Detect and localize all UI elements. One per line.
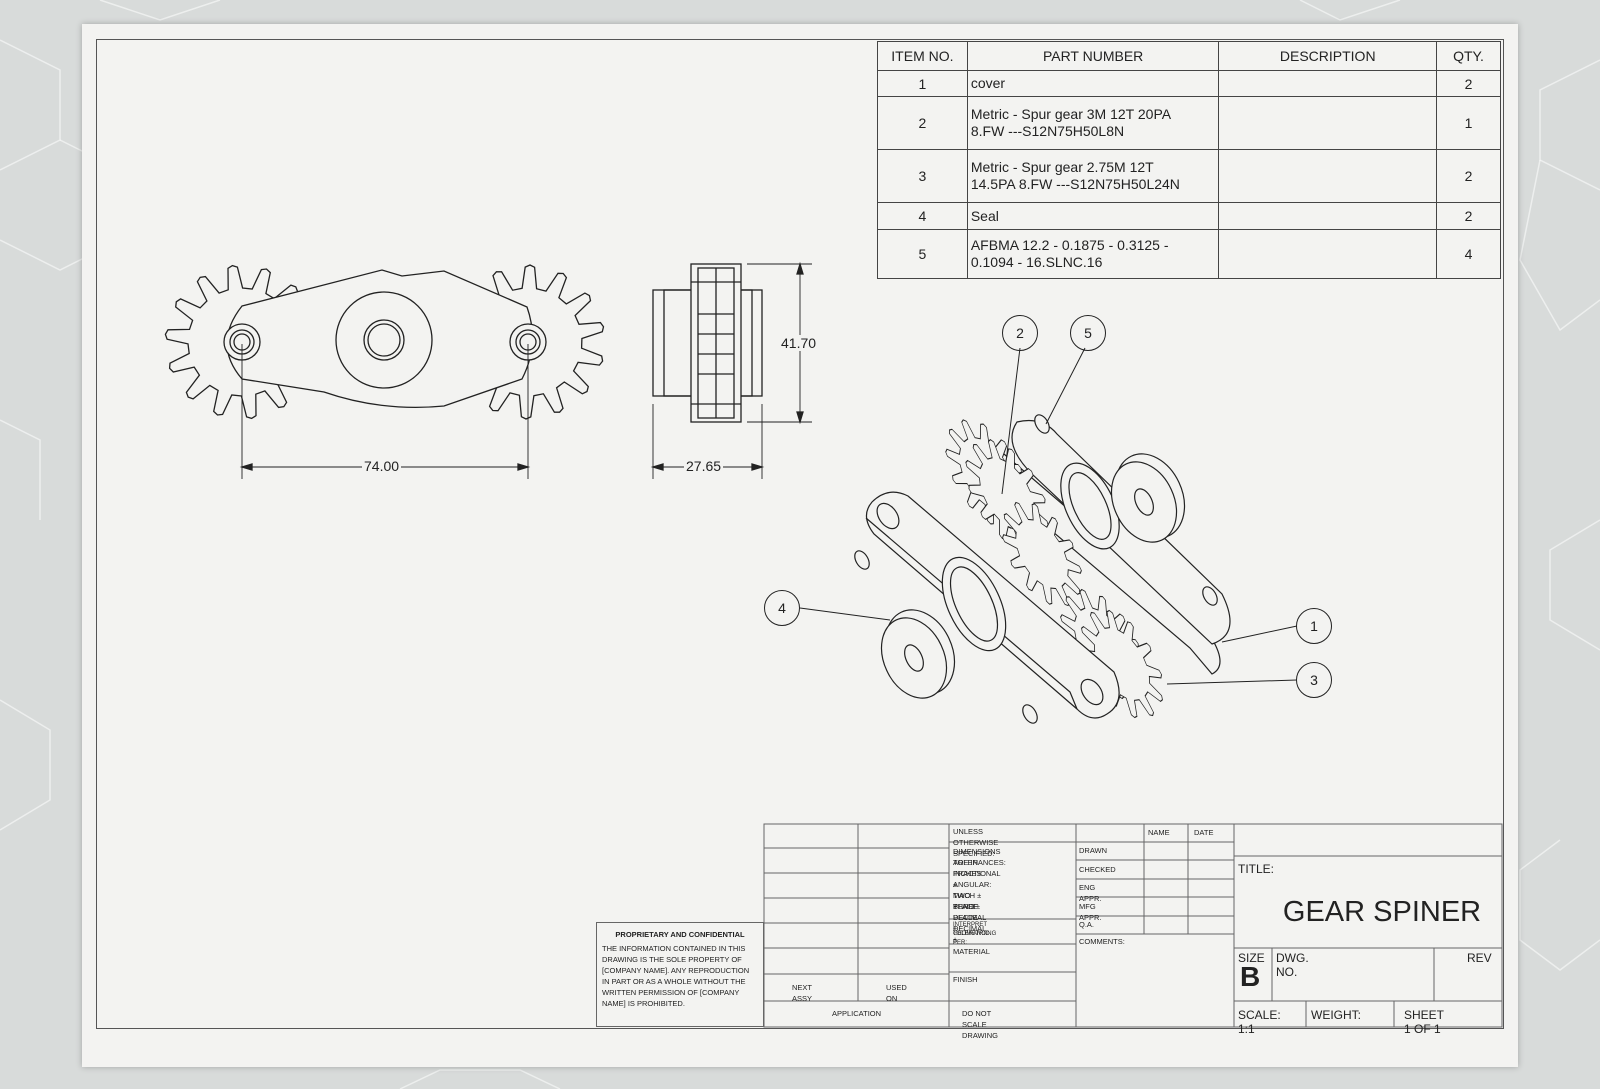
qa-label: Q.A. bbox=[1079, 920, 1095, 929]
balloon: 1 bbox=[1296, 608, 1332, 644]
tolerance-line: TWO PLACE DECIMAL ± bbox=[953, 891, 987, 933]
name-header: NAME bbox=[1148, 828, 1170, 837]
sheet-border bbox=[96, 39, 1504, 1029]
bom-desc bbox=[1218, 229, 1438, 279]
bom-item: 4 bbox=[877, 202, 968, 230]
bom-part-line: cover bbox=[970, 75, 1006, 91]
drawn-label: DRAWN bbox=[1079, 846, 1108, 855]
balloon: 3 bbox=[1296, 662, 1332, 698]
gear-outline bbox=[1002, 501, 1082, 607]
proprietary-line: [COMPANY NAME]. ANY REPRODUCTION bbox=[602, 966, 750, 975]
bom-qty: 2 bbox=[1436, 202, 1501, 230]
tolerance-line: ANGULAR: MACH ± BEND ± bbox=[953, 880, 992, 911]
bom-qty: 2 bbox=[1436, 70, 1501, 97]
do-not-scale-label: DO NOT SCALE DRAWING bbox=[962, 1009, 998, 1040]
bom-part-line: 0.1094 - 16.SLNC.16 bbox=[970, 254, 1103, 270]
eng-appr-label: ENG APPR. bbox=[1079, 883, 1102, 903]
balloon-leaders bbox=[799, 347, 1298, 685]
bom-header-desc: DESCRIPTION bbox=[1218, 41, 1438, 71]
bom-part-line: 8.FW ---S12N75H50L8N bbox=[970, 123, 1125, 139]
bom-part-line: Metric - Spur gear 2.75M 12T bbox=[970, 159, 1154, 175]
mfg-appr-label: MFG APPR. bbox=[1079, 902, 1102, 922]
bom-part-line: Seal bbox=[970, 207, 999, 224]
bom-part-line: AFBMA 12.2 - 0.1875 - 0.3125 - bbox=[970, 237, 1169, 253]
balloon: 5 bbox=[1070, 315, 1106, 351]
drawing-title: GEAR SPINER bbox=[1282, 896, 1482, 928]
bom-desc bbox=[1218, 202, 1438, 230]
bom-header-item: ITEM NO. bbox=[877, 41, 968, 71]
rev-label: REV bbox=[1467, 951, 1492, 965]
application-label: APPLICATION bbox=[832, 1009, 882, 1018]
bom-part-line: Metric - Spur gear 3M 12T 20PA bbox=[970, 106, 1172, 122]
bom-table: ITEM NO. PART NUMBER DESCRIPTION QTY. 1 … bbox=[877, 41, 1501, 279]
tolerance-line: THREE PLACE DECIMAL ± bbox=[953, 902, 987, 944]
bom-qty: 4 bbox=[1436, 229, 1501, 279]
proprietary-line: NAME] IS PROHIBITED. bbox=[602, 999, 685, 1008]
unless-label: UNLESS OTHERWISE SPECIFIED: bbox=[953, 827, 999, 858]
title-label: TITLE: bbox=[1238, 862, 1275, 876]
proprietary-line: WRITTEN PERMISSION OF [COMPANY bbox=[602, 988, 740, 997]
interpret-label: INTERPRET GEOMETRIC bbox=[953, 922, 990, 937]
proprietary-line: DRAWING IS THE SOLE PROPERTY OF bbox=[602, 955, 742, 964]
tolerance-line: TOLERANCES: bbox=[953, 858, 1006, 867]
tolerance-line: FRACTIONAL ± bbox=[953, 869, 1001, 889]
side-view bbox=[650, 261, 812, 479]
size-value: B bbox=[1240, 961, 1261, 992]
proprietary-line: IN PART OR AS A WHOLE WITHOUT THE bbox=[602, 977, 746, 986]
comments-label: COMMENTS: bbox=[1079, 937, 1125, 946]
title-block-grid bbox=[763, 823, 1503, 1028]
proprietary-line: THE INFORMATION CONTAINED IN THIS bbox=[602, 944, 746, 953]
balloon: 4 bbox=[764, 590, 800, 626]
scale-label: SCALE: 1:1 bbox=[1238, 1008, 1281, 1036]
bom-header-part: PART NUMBER bbox=[966, 41, 1220, 71]
bom-part: AFBMA 12.2 - 0.1875 - 0.3125 -0.1094 - 1… bbox=[966, 229, 1220, 279]
date-header: DATE bbox=[1194, 828, 1214, 837]
next-assy-label: NEXT ASSY bbox=[792, 983, 813, 1003]
finish-label: FINISH bbox=[953, 975, 978, 984]
bom-header-row: ITEM NO. PART NUMBER DESCRIPTION QTY. bbox=[877, 41, 1501, 71]
drawing-views bbox=[164, 261, 1298, 724]
isometric-view bbox=[854, 414, 1231, 724]
bom-item: 3 bbox=[877, 149, 968, 203]
checked-label: CHECKED bbox=[1079, 865, 1116, 874]
bom-part-line: 14.5PA 8.FW ---S12N75H50L24N bbox=[970, 176, 1180, 192]
weight-label: WEIGHT: bbox=[1311, 1008, 1361, 1022]
bom-part: Seal bbox=[966, 202, 1220, 230]
size-label: SIZE bbox=[1238, 951, 1265, 965]
tolerance-line: DIMENSIONS ARE IN INCHES bbox=[953, 847, 1001, 878]
bom-qty: 1 bbox=[1436, 96, 1501, 150]
drawing-sheet: ITEM NO. PART NUMBER DESCRIPTION QTY. 1 … bbox=[82, 24, 1518, 1067]
bom-item: 5 bbox=[877, 229, 968, 279]
dwg-no-label: DWG. NO. bbox=[1276, 951, 1309, 979]
dimension-thickness: 27.65 bbox=[684, 458, 724, 474]
dimension-height: 41.70 bbox=[779, 335, 819, 351]
used-on-label: USED ON bbox=[886, 983, 907, 1003]
sheet-label: SHEET 1 OF 1 bbox=[1404, 1008, 1444, 1036]
bom-header-qty: QTY. bbox=[1436, 41, 1501, 71]
dimension-width: 74.00 bbox=[362, 458, 402, 474]
front-view bbox=[164, 264, 605, 479]
balloon: 2 bbox=[1002, 315, 1038, 351]
bom-row: 5 AFBMA 12.2 - 0.1875 - 0.3125 -0.1094 -… bbox=[877, 229, 1501, 279]
interpret-label-2: TOLERANCING PER: bbox=[953, 931, 997, 946]
bom-row: 4 Seal 2 bbox=[877, 202, 1501, 230]
material-label: MATERIAL bbox=[953, 947, 990, 956]
proprietary-title: PROPRIETARY AND CONFIDENTIAL bbox=[615, 930, 745, 939]
